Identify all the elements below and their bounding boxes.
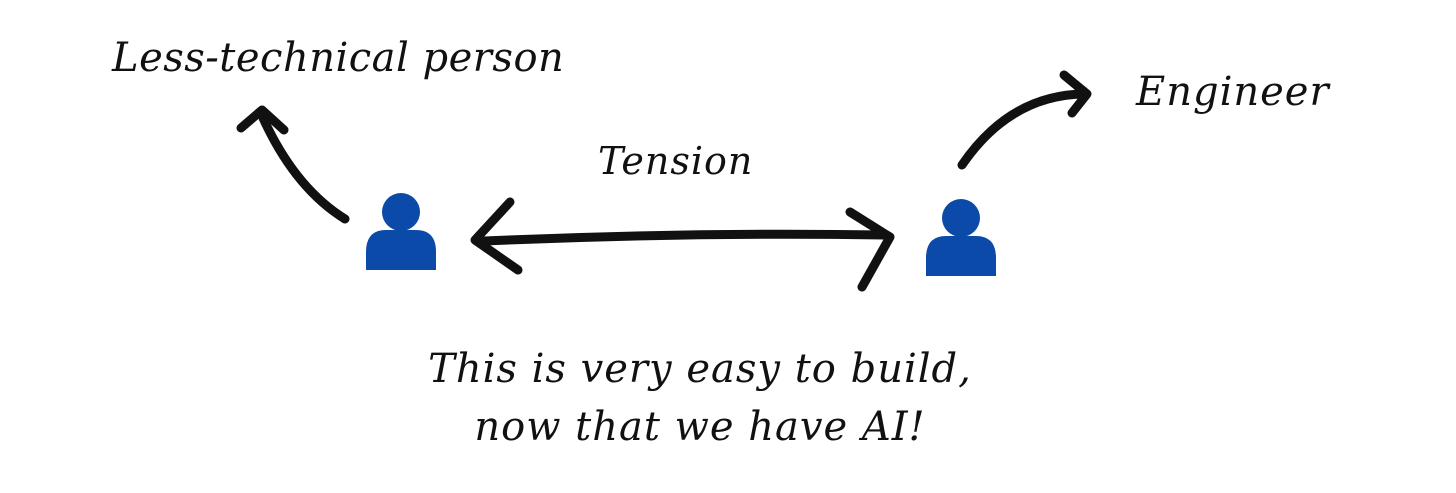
person-icon-left [366, 193, 436, 270]
double-arrow [470, 197, 895, 292]
caption-line-2: now that we have AI! [474, 404, 926, 450]
caption-line-1: This is very easy to build, [428, 346, 972, 392]
caption: This is very easy to build, now that we … [340, 340, 1060, 456]
less-technical-person-label: Less-technical person [112, 35, 565, 81]
engineer-label: Engineer [1136, 69, 1330, 115]
tension-label: Tension [598, 139, 754, 183]
person-icon-right [926, 199, 996, 276]
left-curved-arrow [236, 105, 350, 224]
right-curved-arrow [957, 70, 1092, 170]
